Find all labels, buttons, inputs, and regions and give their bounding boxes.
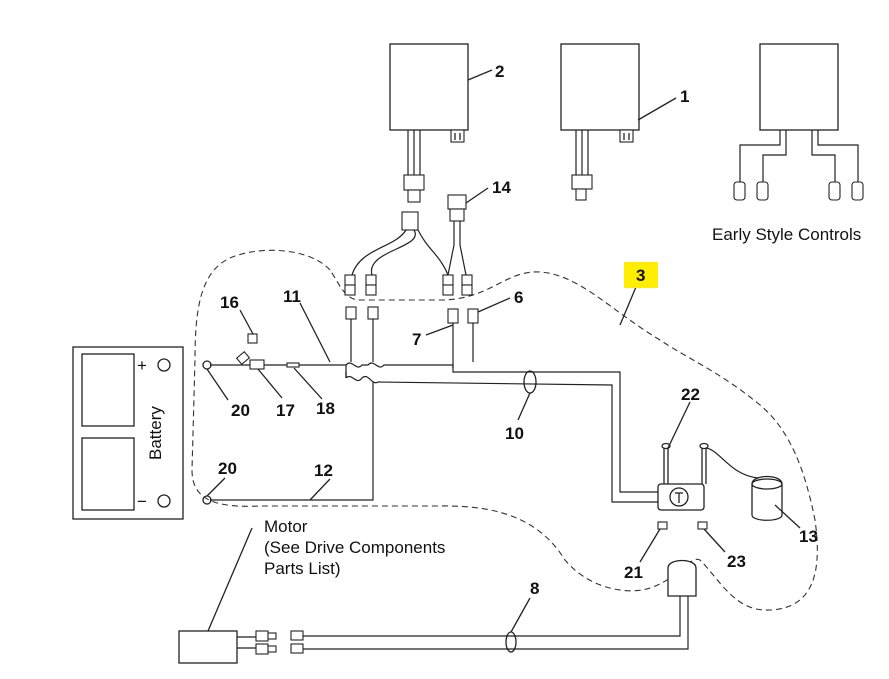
motor-label-line2: (See Drive Components (264, 538, 445, 557)
callout-8: 8 (530, 579, 539, 598)
battery-minus-label: − (137, 492, 147, 511)
callout-22: 22 (681, 385, 700, 404)
motor-label-line1: Motor (264, 517, 308, 536)
callout-12: 12 (314, 461, 333, 480)
harness-boundary (191, 249, 818, 611)
callout-3-highlight (624, 262, 658, 288)
callout-6: 6 (514, 288, 523, 307)
callout-23: 23 (727, 552, 746, 571)
callout-20-bottom: 20 (218, 459, 237, 478)
callout-20-top: 20 (231, 401, 250, 420)
capacitor-13 (751, 475, 783, 521)
callouts: 2 1 14 3 6 7 11 16 20 17 18 10 22 20 12 … (218, 62, 818, 598)
callout-7: 7 (412, 330, 421, 349)
battery (72, 346, 184, 520)
callout-17: 17 (276, 401, 295, 420)
early-style-controller (733, 43, 864, 201)
callout-13: 13 (799, 527, 818, 546)
battery-label: Battery (146, 406, 165, 460)
main-harness (202, 306, 658, 505)
cable-8 (303, 559, 697, 653)
callout-3: 3 (636, 266, 645, 285)
callout-18: 18 (316, 399, 335, 418)
adapter-14 (447, 194, 467, 276)
callout-21: 21 (624, 563, 643, 582)
battery-plus-label: + (137, 356, 147, 375)
controller-2 (389, 43, 469, 203)
motor (178, 630, 304, 664)
controller-1 (560, 43, 640, 201)
solenoid-assembly (657, 442, 759, 530)
callout-2: 2 (495, 62, 504, 81)
leader-lines (206, 69, 801, 633)
callout-16: 16 (220, 293, 239, 312)
callout-1: 1 (680, 87, 689, 106)
callout-10: 10 (505, 424, 524, 443)
callout-11: 11 (283, 287, 301, 306)
y-harness (344, 211, 473, 296)
callout-14: 14 (492, 178, 511, 197)
early-style-controls-label: Early Style Controls (712, 225, 861, 244)
motor-label-line3: Parts List) (264, 559, 341, 578)
